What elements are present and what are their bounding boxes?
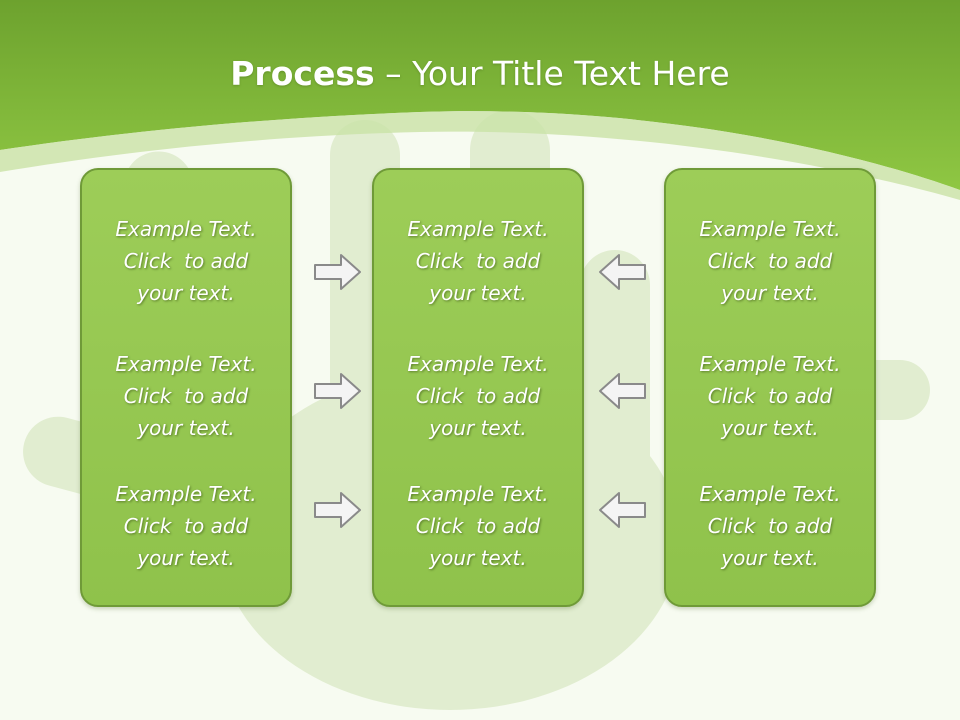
- text-line: your text.: [137, 546, 235, 570]
- text-line: Click to add: [123, 384, 249, 408]
- text-line: your text.: [429, 546, 527, 570]
- text-line: Click to add: [707, 384, 833, 408]
- text-line: your text.: [137, 281, 235, 305]
- left-arrow-icon[interactable]: [597, 490, 647, 530]
- right-arrow-icon[interactable]: [313, 252, 363, 292]
- box-text[interactable]: Example Text. Click to add your text.: [82, 478, 290, 574]
- slide-title[interactable]: Process – Your Title Text Here: [0, 52, 960, 96]
- text-line: Example Text.: [407, 352, 549, 376]
- text-line: Click to add: [415, 249, 541, 273]
- text-line: Click to add: [123, 249, 249, 273]
- text-line: Example Text.: [699, 217, 841, 241]
- text-line: your text.: [721, 281, 819, 305]
- text-line: Example Text.: [407, 482, 549, 506]
- left-arrow-icon[interactable]: [597, 371, 647, 411]
- text-line: Click to add: [415, 384, 541, 408]
- process-box-right[interactable]: Example Text. Click to add your text. Ex…: [664, 168, 876, 607]
- box-text[interactable]: Example Text. Click to add your text.: [374, 478, 582, 574]
- box-text[interactable]: Example Text. Click to add your text.: [666, 478, 874, 574]
- box-text[interactable]: Example Text. Click to add your text.: [666, 348, 874, 444]
- text-line: Example Text.: [699, 352, 841, 376]
- text-line: Click to add: [707, 249, 833, 273]
- text-line: Example Text.: [115, 352, 257, 376]
- text-line: your text.: [721, 416, 819, 440]
- text-line: Example Text.: [115, 217, 257, 241]
- text-line: your text.: [721, 546, 819, 570]
- text-line: Example Text.: [407, 217, 549, 241]
- left-arrow-icon[interactable]: [597, 252, 647, 292]
- text-line: Click to add: [415, 514, 541, 538]
- box-text[interactable]: Example Text. Click to add your text.: [666, 213, 874, 309]
- title-rest: – Your Title Text Here: [374, 54, 730, 93]
- text-line: your text.: [429, 281, 527, 305]
- text-line: Click to add: [707, 514, 833, 538]
- text-line: Example Text.: [699, 482, 841, 506]
- text-line: your text.: [137, 416, 235, 440]
- text-line: Click to add: [123, 514, 249, 538]
- right-arrow-icon[interactable]: [313, 371, 363, 411]
- right-arrow-icon[interactable]: [313, 490, 363, 530]
- header-swoosh: [0, 111, 960, 200]
- header-band: [0, 0, 960, 190]
- box-text[interactable]: Example Text. Click to add your text.: [82, 348, 290, 444]
- text-line: Example Text.: [115, 482, 257, 506]
- text-line: your text.: [429, 416, 527, 440]
- process-box-center[interactable]: Example Text. Click to add your text. Ex…: [372, 168, 584, 607]
- box-text[interactable]: Example Text. Click to add your text.: [374, 348, 582, 444]
- process-box-left[interactable]: Example Text. Click to add your text. Ex…: [80, 168, 292, 607]
- box-text[interactable]: Example Text. Click to add your text.: [374, 213, 582, 309]
- title-bold: Process: [230, 54, 375, 93]
- box-text[interactable]: Example Text. Click to add your text.: [82, 213, 290, 309]
